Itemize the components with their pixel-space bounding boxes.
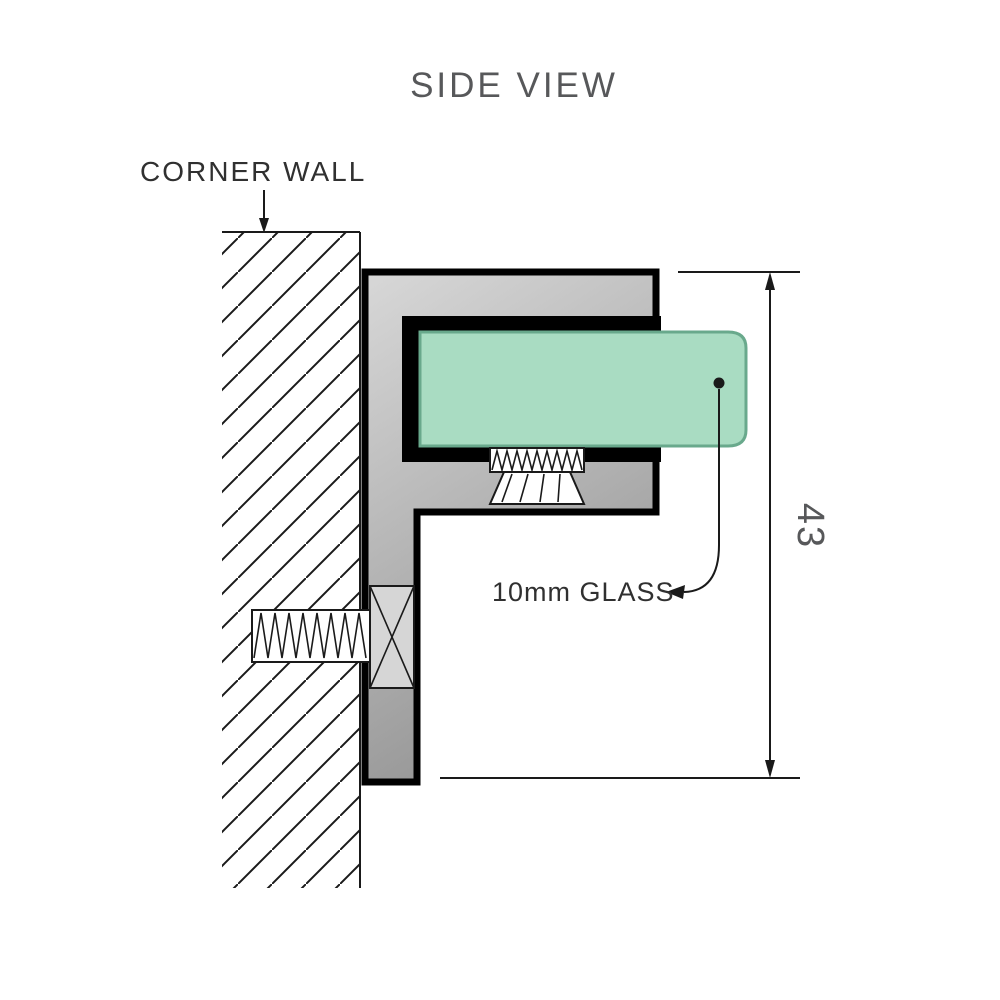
glass-panel xyxy=(418,330,748,448)
dimension-43: 43 xyxy=(440,271,831,779)
glass-callout: 10mm GLASS xyxy=(492,377,725,607)
dimension-value: 43 xyxy=(789,503,831,549)
leader-dot xyxy=(713,377,725,389)
corner-wall-arrowhead xyxy=(259,218,269,233)
wall-hatching xyxy=(222,232,360,888)
screw-head-cross xyxy=(369,585,415,689)
grub-screw-thread-zigzag xyxy=(491,447,583,474)
screw-thread-zigzag xyxy=(253,612,367,659)
grub-screw xyxy=(488,447,586,505)
fixing-screw xyxy=(251,585,415,689)
corner-wall-label: CORNER WALL xyxy=(140,156,366,187)
grub-screw-skirt-hatch xyxy=(501,473,561,503)
corner-wall xyxy=(222,231,361,888)
grub-screw-skirt xyxy=(488,471,586,505)
leader-line xyxy=(683,389,720,593)
leader-arrowhead xyxy=(666,585,685,599)
dimension-arrowhead-top xyxy=(765,272,775,290)
diagram-title: SIDE VIEW xyxy=(410,66,618,105)
dimension-arrowhead-bottom xyxy=(765,760,775,778)
glass-label: 10mm GLASS xyxy=(492,577,675,607)
